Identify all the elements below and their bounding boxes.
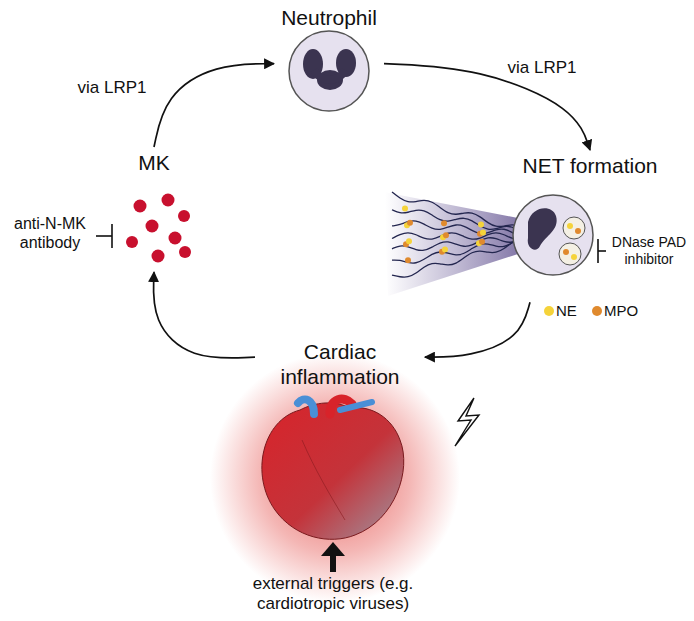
midkine-dots — [162, 194, 175, 207]
neutrophil-cell — [314, 70, 345, 80]
midkine-dots — [178, 210, 190, 222]
net-cell — [513, 195, 593, 275]
edge-label: via LRP1 — [75, 78, 150, 98]
node-heading: MK — [118, 147, 190, 177]
heart-figure — [262, 399, 404, 539]
granule-dot — [443, 232, 449, 238]
granule-dot — [441, 220, 447, 226]
trigger-arrow — [330, 554, 336, 572]
trigger-arrow — [321, 542, 345, 572]
trigger-label: external triggers (e.g. cardiotropic vir… — [203, 574, 463, 615]
granule-dot — [478, 221, 484, 227]
ne-dot — [544, 306, 554, 316]
inhibition-bar — [96, 235, 112, 237]
net-cell — [513, 195, 593, 275]
cell-node: NET formation — [515, 150, 665, 302]
cell-node: Neutrophil — [274, 2, 384, 114]
dna-strand — [392, 210, 520, 232]
granule-dot — [442, 246, 448, 252]
inhibitor-label: DNase PAD inhibitor — [606, 234, 692, 268]
neutrophil-cell — [289, 31, 369, 111]
net-granule-dots — [402, 205, 486, 263]
inhibition-bar — [96, 224, 112, 248]
inhibitor-label: anti-N-MK antibody — [6, 214, 94, 252]
granule-dot — [407, 220, 413, 226]
midkine-dots — [179, 246, 191, 258]
lightning-symbol — [455, 398, 479, 446]
figure-space — [274, 32, 384, 114]
dna-strand — [392, 238, 520, 277]
inflammation-glow — [210, 353, 460, 603]
molecule-label: NE — [556, 302, 590, 320]
midkine-dots — [126, 236, 138, 248]
dna-strands — [392, 192, 520, 277]
neutrophil-cell — [289, 31, 369, 111]
net-cell — [559, 243, 581, 265]
inhibition-bar — [598, 239, 606, 263]
midkine-dots — [152, 250, 165, 263]
node-heading: NET formation — [515, 150, 665, 180]
inhibition-bar — [111, 224, 113, 248]
dna-strand — [392, 233, 520, 240]
dna-strand — [392, 192, 520, 227]
midkine-dots — [126, 194, 191, 263]
net-cell — [563, 249, 569, 255]
granule-dot — [479, 239, 485, 245]
net-cell — [567, 223, 573, 229]
net-cell — [571, 254, 577, 260]
granule-dot — [402, 205, 408, 211]
mpo-dot — [592, 306, 602, 316]
figure-space — [255, 391, 425, 547]
inhibition-bar — [597, 239, 599, 263]
midkine-dots — [146, 220, 159, 233]
arrow-connector — [425, 302, 530, 357]
midkine-dots — [134, 200, 147, 213]
protein-node: MK — [118, 147, 190, 272]
arrow-connector — [153, 272, 255, 358]
heart-figure — [262, 403, 404, 539]
heart-figure — [340, 402, 372, 410]
net-cell — [563, 217, 585, 239]
edge-label: via LRP1 — [505, 58, 580, 78]
molecule-label: MPO — [604, 302, 648, 320]
granule-dot — [405, 257, 411, 263]
inhibition-bar — [598, 250, 606, 252]
figure-space — [118, 177, 190, 272]
node-heading: Neutrophil — [274, 2, 384, 32]
net-cell — [575, 228, 581, 234]
dna-strand — [392, 238, 520, 251]
node-heading: Cardiac inflammation — [270, 336, 410, 391]
heart-figure — [298, 399, 314, 414]
trigger-arrow — [321, 542, 345, 556]
net-stream — [384, 192, 518, 296]
heart-figure — [302, 440, 345, 520]
arrow-connector — [154, 64, 274, 147]
granule-dot — [406, 238, 412, 244]
granule-dot — [480, 230, 486, 236]
organ-node: Cardiac inflammation — [255, 336, 425, 547]
net-cell — [528, 208, 557, 249]
midkine-dots — [169, 232, 182, 245]
